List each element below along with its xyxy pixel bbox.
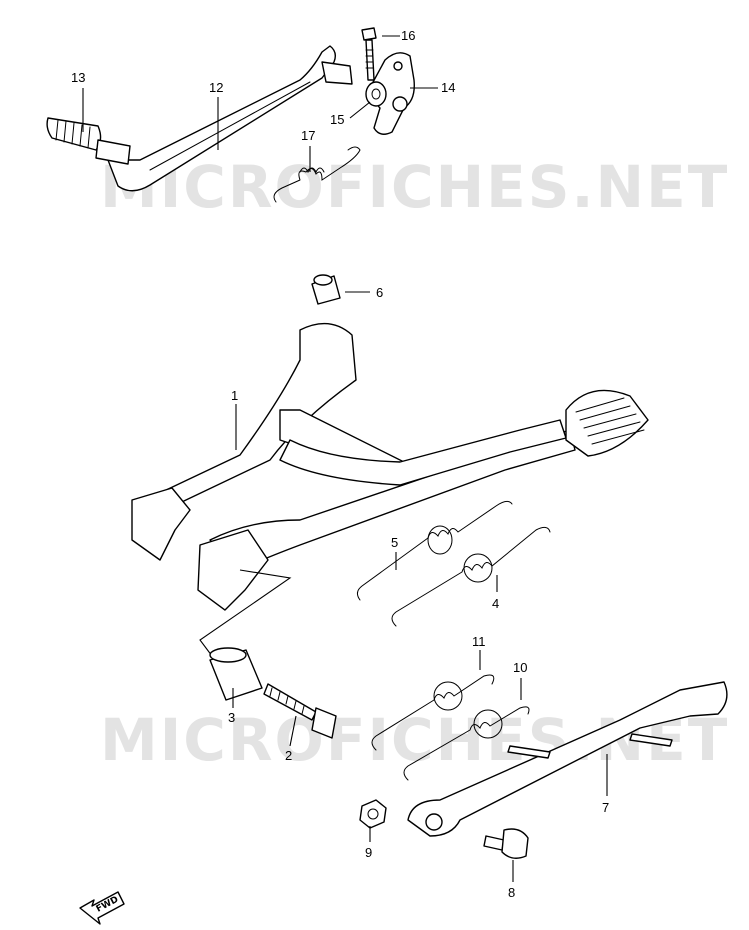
fwd-arrow-icon: FWD [79, 891, 125, 925]
shift-return-spring[interactable] [273, 146, 361, 203]
stand-pivot-bolt[interactable] [263, 683, 337, 739]
callout-14: 14 [441, 80, 455, 95]
side-stand-bolt[interactable] [483, 828, 529, 859]
stand-spring-outer[interactable] [356, 500, 513, 601]
side-stand-spring-inner[interactable] [403, 706, 530, 781]
callout-8: 8 [508, 885, 515, 900]
shift-pedal-rubber[interactable] [46, 117, 131, 165]
callout-5: 5 [391, 535, 398, 550]
leader-15 [349, 101, 371, 119]
callout-7: 7 [602, 800, 609, 815]
shift-washer[interactable] [365, 81, 387, 107]
watermark-top: MICROFICHES.NET [100, 153, 729, 221]
callout-9: 9 [365, 845, 372, 860]
side-stand-nut[interactable] [359, 799, 387, 829]
callout-11: 11 [472, 634, 486, 649]
stand-spring-inner[interactable] [391, 526, 551, 627]
callout-15: 15 [330, 112, 344, 127]
callout-10: 10 [513, 660, 527, 675]
callout-3: 3 [228, 710, 235, 725]
side-stand[interactable] [407, 681, 728, 837]
callout-4: 4 [492, 596, 499, 611]
stand-spacer[interactable] [209, 647, 263, 701]
callout-16: 16 [401, 28, 415, 43]
gear-shift-lever[interactable] [107, 45, 353, 192]
callout-13: 13 [71, 70, 85, 85]
callout-12: 12 [209, 80, 223, 95]
callout-2: 2 [285, 748, 292, 763]
callout-6: 6 [376, 285, 383, 300]
stand-stopper-rubber[interactable] [311, 274, 341, 305]
center-stand[interactable] [131, 322, 649, 611]
shift-bolt[interactable] [361, 27, 377, 81]
callout-1: 1 [231, 388, 238, 403]
assembly-guide-line [199, 569, 292, 661]
side-stand-spring-outer[interactable] [371, 674, 495, 751]
callout-17: 17 [301, 128, 315, 143]
leader-2 [289, 715, 297, 747]
